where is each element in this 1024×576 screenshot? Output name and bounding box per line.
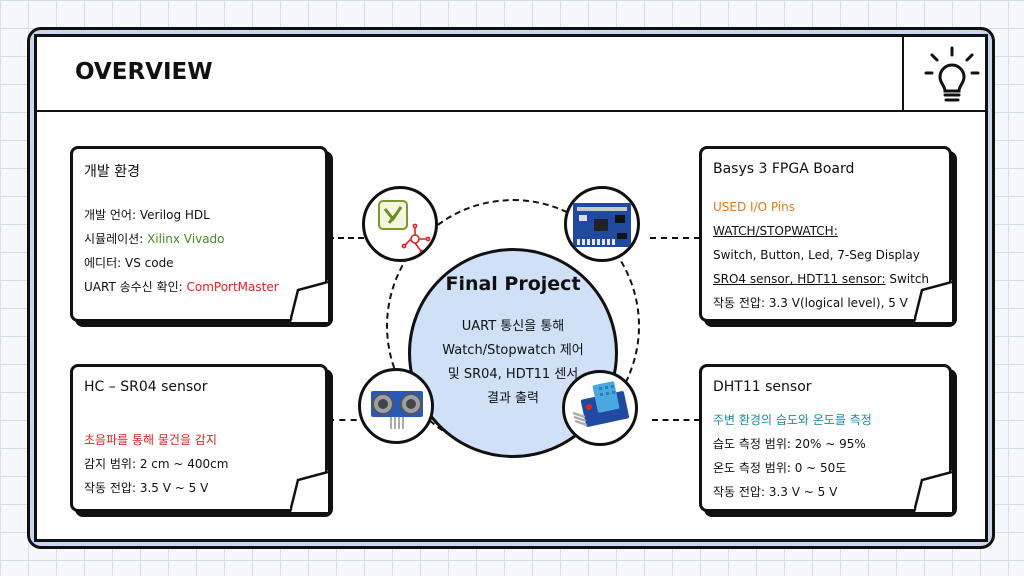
page-fold-corner (914, 470, 952, 512)
connector-top-right (650, 237, 700, 239)
vivado-logo-bubble (362, 186, 438, 262)
dev-language-line: 개발 언어: Verilog HDL (84, 203, 279, 227)
card-title: HC – SR04 sensor (84, 379, 208, 395)
page-title: OVERVIEW (75, 59, 213, 85)
uart-check-line: UART 송수신 확인: ComPortMaster (84, 275, 279, 299)
line-value: ComPortMaster (186, 280, 279, 294)
hcsr04-card: HC – SR04 sensor 초음파를 통해 물건을 감지 감지 범위: 2… (70, 364, 328, 512)
line-value: Xilinx Vivado (147, 232, 225, 246)
center-line-1: UART 통신을 통해 (461, 319, 565, 334)
line-label: 시뮬레이션: (84, 232, 148, 246)
humidity-range-line: 습도 측정 범위: 20% ~ 95% (713, 437, 866, 451)
simulation-line: 시뮬레이션: Xilinx Vivado (84, 227, 279, 251)
dht11-sensor-image (572, 381, 630, 427)
vivado-logo-icon (378, 200, 431, 255)
basys3-board-bubble (564, 186, 640, 262)
connector-top-left (328, 237, 374, 239)
editor-line: 에디터: VS code (84, 251, 279, 275)
line-value: VS code (124, 256, 174, 270)
line-label: UART 송수신 확인: (84, 280, 187, 294)
measure-line: 주변 환경의 습도와 온도를 측정 (713, 413, 872, 427)
page-fold-corner (290, 280, 328, 322)
sensor-io-line: SRO4 sensor, HDT11 sensor: Switch (713, 267, 929, 291)
page-fold-corner (290, 470, 328, 512)
card-title: 개발 환경 (84, 164, 140, 180)
basys3-board-image (573, 203, 631, 247)
connector-bottom-right (652, 419, 700, 421)
card-title: Basys 3 FPGA Board (713, 161, 855, 177)
header-vertical-divider (902, 37, 904, 112)
range-line: 감지 범위: 2 cm ~ 400cm (84, 457, 229, 471)
hc-sr04-sensor-image (371, 391, 423, 429)
card-body: 초음파를 통해 물건을 감지 감지 범위: 2 cm ~ 400cm 작동 전압… (84, 428, 228, 500)
page-fold-corner (914, 280, 952, 322)
voltage-line: 작동 전압: 3.3 V(logical level), 5 V (713, 296, 908, 310)
dht11-card: DHT11 sensor 주변 환경의 습도와 온도를 측정 습도 측정 범위:… (699, 364, 952, 512)
card-body: USED I/O Pins WATCH/STOPWATCH: Switch, B… (713, 195, 929, 315)
center-line-2: Watch/Stopwatch 제어 (442, 343, 584, 358)
line-value: Verilog HDL (139, 208, 210, 222)
lightbulb-icon (924, 46, 980, 102)
temperature-range-line: 온도 측정 범위: 0 ~ 50도 (713, 461, 847, 475)
basys3-card: Basys 3 FPGA Board USED I/O Pins WATCH/S… (699, 146, 952, 322)
detect-line: 초음파를 통해 물건을 감지 (84, 433, 217, 447)
center-line-3: 및 SR04, HDT11 센서 (447, 367, 579, 382)
card-body: 주변 환경의 습도와 온도를 측정 습도 측정 범위: 20% ~ 95% 온도… (713, 408, 872, 504)
voltage-line: 작동 전압: 3.3 V ~ 5 V (713, 485, 838, 499)
voltage-line: 작동 전압: 3.5 V ~ 5 V (84, 481, 209, 495)
line-label: 에디터: (84, 256, 125, 270)
used-io-line: USED I/O Pins (713, 200, 796, 214)
dev-environment-card: 개발 환경 개발 언어: Verilog HDL 시뮬레이션: Xilinx V… (70, 146, 328, 322)
card-body: 개발 언어: Verilog HDL 시뮬레이션: Xilinx Vivado … (84, 203, 279, 299)
header-divider (37, 110, 985, 112)
line-label: SRO4 sensor, HDT11 sensor: (713, 272, 886, 286)
center-title: Final Project (445, 273, 581, 295)
center-line-4: 결과 출력 (487, 391, 539, 406)
watch-io-line: Switch, Button, Led, 7-Seg Display (713, 248, 920, 262)
card-title: DHT11 sensor (713, 379, 812, 395)
dht11-sensor-bubble (562, 370, 638, 446)
hc-sr04-sensor-bubble (358, 368, 434, 444)
line-value: Switch (885, 272, 930, 286)
line-label: 개발 언어: (84, 208, 140, 222)
connector-bottom-left (328, 419, 368, 421)
watch-line: WATCH/STOPWATCH: (713, 224, 838, 238)
